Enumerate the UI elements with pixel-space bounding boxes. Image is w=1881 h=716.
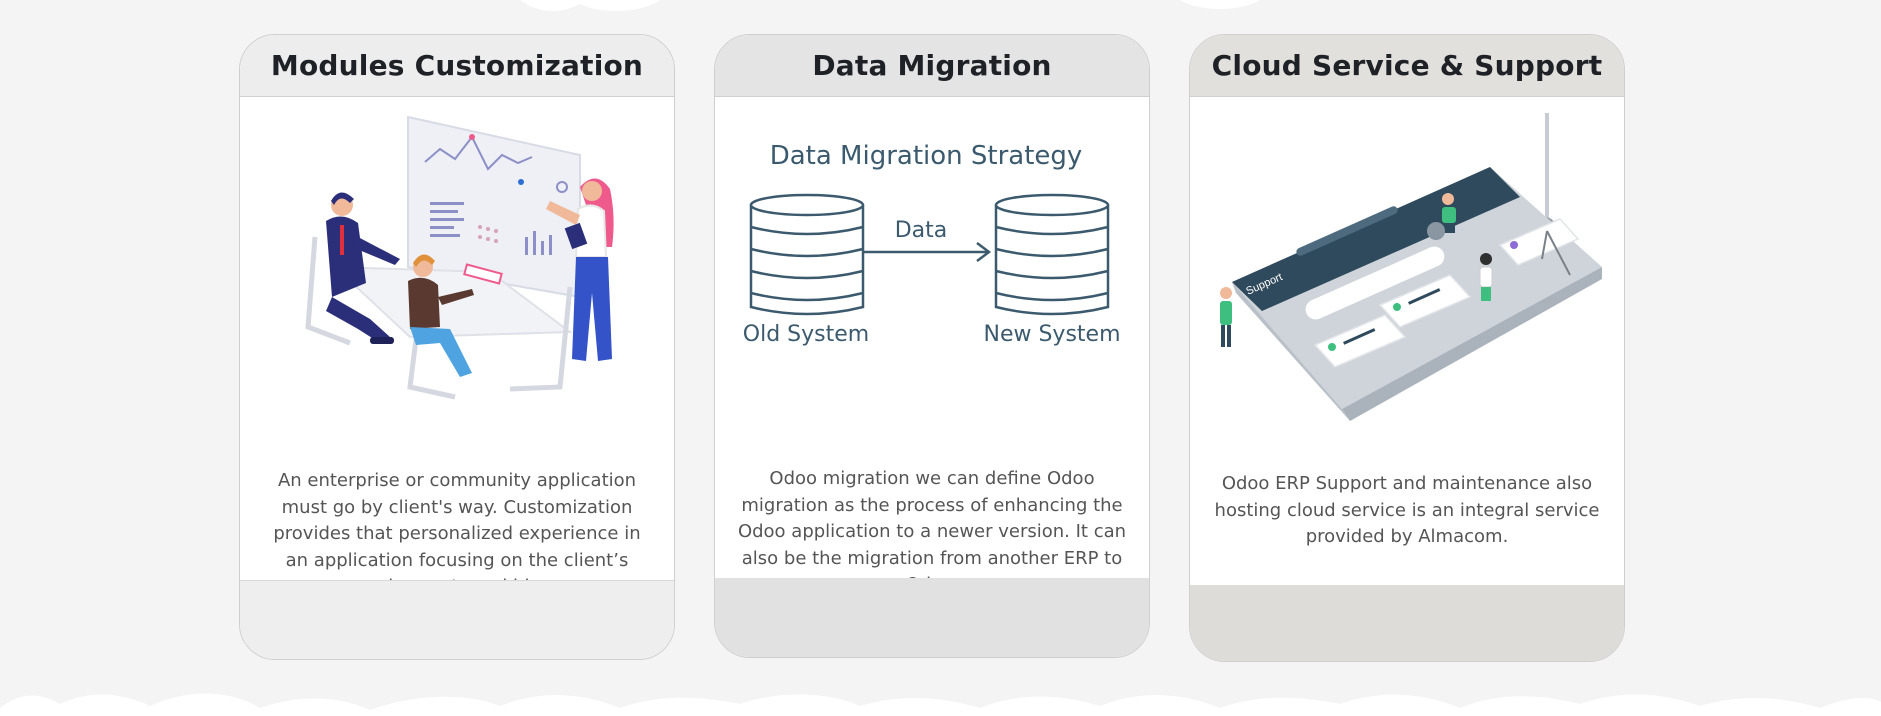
- card-body: An enterprise or community application m…: [240, 97, 674, 597]
- new-system-database-icon: [994, 193, 1110, 316]
- card-footer: [1190, 585, 1624, 661]
- card-footer: [715, 578, 1149, 657]
- card-description: Odoo migration we can define Odoo migrat…: [737, 468, 1127, 595]
- arrow-label: Data: [895, 218, 948, 243]
- card-body: Data Migration Strategy: [715, 97, 1149, 595]
- team-meeting-illustration: [305, 115, 614, 400]
- card-title: Modules Customization: [270, 49, 644, 82]
- modules-customization-card: Modules Customization: [239, 34, 675, 660]
- cloud-service-support-card: Cloud Service & Support Support: [1189, 34, 1625, 662]
- card-footer: [240, 580, 674, 659]
- card-description: Odoo ERP Support and maintenance also ho…: [1214, 473, 1600, 547]
- crane-arm: [1541, 230, 1571, 276]
- card-header: Cloud Service & Support: [1190, 35, 1624, 97]
- meeting-table: [332, 265, 573, 339]
- data-migration-card: Data Migration Data Migration Strategy: [714, 34, 1150, 658]
- person-standing-presenter: [546, 178, 614, 361]
- top-wave-decoration: [520, 0, 1260, 12]
- new-system-label: New System: [983, 322, 1120, 347]
- old-system-database-icon: [749, 193, 865, 316]
- support-staff-figures: [1220, 193, 1493, 347]
- card-header: Data Migration: [715, 35, 1149, 97]
- diagram-heading: Data Migration Strategy: [770, 141, 1083, 171]
- card-title: Cloud Service & Support: [1211, 49, 1603, 82]
- support-platform-illustration: Support: [1220, 113, 1602, 421]
- person-seated-center: [408, 254, 503, 377]
- card-body: Support: [1190, 97, 1624, 586]
- card-title: Data Migration: [812, 49, 1052, 82]
- ticket-cards: [1313, 218, 1580, 368]
- bottom-wave-decoration: [0, 693, 1881, 716]
- card-header: Modules Customization: [240, 35, 674, 97]
- data-migration-diagram: Data Migration Strategy: [743, 141, 1121, 347]
- person-seated-left: [326, 192, 400, 344]
- migration-arrow-icon: [863, 242, 992, 262]
- old-system-label: Old System: [743, 322, 869, 347]
